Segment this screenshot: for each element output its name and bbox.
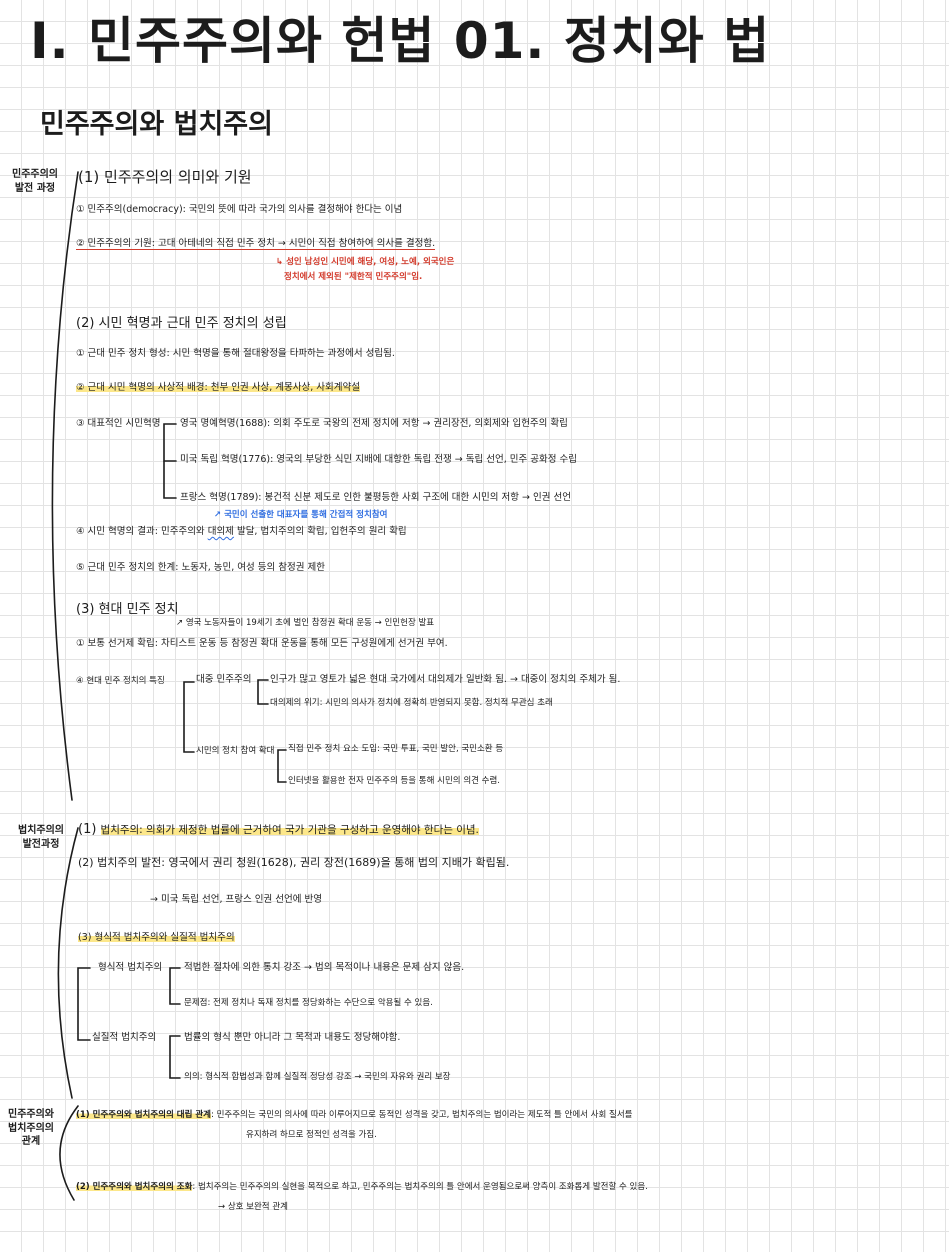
mass-democracy-b: 대의제의 위기: 시민의 의사가 정치에 정확히 반영되지 못함. 정치적 무관… — [270, 698, 553, 708]
participation-a: 직접 민주 정치 요소 도입: 국민 투표, 국민 발안, 국민소환 등 — [288, 744, 504, 754]
s2-item-4-note: ↗ 국민이 선출한 대표자를 통해 간접적 정치참여 — [214, 510, 388, 520]
subst-label: 실질적 법치주의 — [92, 1032, 157, 1043]
rule-item-2-sub: → 미국 독립 선언, 프랑스 인권 선언에 반영 — [150, 894, 322, 905]
s1-item-2: ② 민주주의의 기원: 고대 아테네의 직접 민주 정치 → 시민이 직접 참여… — [76, 238, 436, 250]
s2-item-5: ⑤ 근대 민주 정치의 한계: 노동자, 농민, 여성 등의 참정권 제한 — [76, 562, 325, 573]
relation-item-1: (1) 민주주의와 법치주의의 대립 관계: 민주주의는 국민의 의사에 따라 … — [76, 1110, 632, 1121]
revolution-usa: 미국 독립 혁명(1776): 영국의 부당한 식민 지배에 대항한 독립 전쟁… — [180, 454, 577, 465]
rule-item-1-num: (1) — [78, 822, 101, 837]
rule-item-3: (3) 형식적 법치주의와 실질적 법치주의 — [78, 932, 235, 944]
mass-democracy-label: 대중 민주주의 — [196, 674, 252, 685]
formal-label: 형식적 법치주의 — [98, 962, 163, 973]
s1-note-2: 정치에서 제외된 "제한적 민주주의"임. — [284, 272, 423, 282]
relation-item-1-heading: (1) 민주주의와 법치주의의 대립 관계 — [76, 1110, 212, 1120]
rule-item-1-text: 법치주의: 의회가 제정한 법률에 근거하여 국가 기관을 구성하고 운영해야 … — [100, 824, 479, 836]
subst-b: 의의: 형식적 합법성과 함께 실질적 정당성 강조 → 국민의 자유와 권리 … — [184, 1072, 451, 1082]
rule-item-3-text: (3) 형식적 법치주의와 실질적 법치주의 — [78, 932, 235, 943]
relation-item-1-text: : 민주주의는 국민의 의사에 따라 이루어지므로 동적인 성격을 갖고, 법치… — [211, 1110, 633, 1120]
formal-a: 적법한 절차에 의한 통치 강조 → 법의 목적이나 내용은 문제 삼지 않음. — [184, 962, 465, 973]
s3-item-4-label: ④ 현대 민주 정치의 특징 — [76, 676, 165, 686]
heading-s2: (2) 시민 혁명과 근대 민주 정치의 성립 — [76, 316, 287, 331]
s2-item-2: ② 근대 시민 혁명의 사상적 배경: 천부 인권 사상, 계몽사상, 사회계약… — [76, 382, 360, 394]
relation-item-2-sub: → 상호 보완적 관계 — [218, 1202, 288, 1212]
s2-item-4: ④ 시민 혁명의 결과: 민주주의와 대의제 발달, 법치주의의 확립, 입헌주… — [76, 526, 407, 538]
side-label-relation: 민주주의와 법치주의의 관계 — [8, 1109, 54, 1147]
page-subtitle: 민주주의와 법치주의 — [40, 109, 273, 140]
s3-item-1-note: ↗ 영국 노동자들이 19세기 초에 벌인 참정권 확대 운동 → 인민헌장 발… — [176, 618, 435, 628]
formal-b: 문제점: 전제 정치나 독재 정치를 정당화하는 수단으로 악용될 수 있음. — [184, 998, 433, 1008]
relation-item-2-text: : 법치주의는 민주주의의 실현을 목적으로 하고, 민주주의는 법치주의의 틀… — [192, 1182, 648, 1192]
relation-item-2: (2) 민주주의와 법치주의의 조화: 법치주의는 민주주의의 실현을 목적으로… — [76, 1182, 648, 1193]
side-label-democracy: 민주주의의 발전 과정 — [12, 169, 58, 194]
s2-item-2-text: ② 근대 시민 혁명의 사상적 배경: 천부 인권 사상, 계몽사상, 사회계약… — [76, 382, 360, 393]
revolution-england: 영국 명예혁명(1688): 의회 주도로 국왕의 전제 정치에 저항 → 권리… — [180, 418, 568, 429]
s1-item-2-text: ② 민주주의의 기원: 고대 아테네의 직접 민주 정치 → 시민이 직접 참여… — [76, 238, 436, 250]
s2-item-4-pre: ④ 시민 혁명의 결과: 민주주의와 — [76, 526, 208, 537]
revolution-france: 프랑스 혁명(1789): 봉건적 신분 제도로 인한 불평등한 사회 구조에 … — [180, 492, 571, 503]
relation-item-1-line2: 유지하려 하므로 정적인 성격을 가짐. — [246, 1130, 377, 1140]
s3-item-1: ① 보통 선거제 확립: 차티스트 운동 등 참정권 확대 운동을 통해 모든 … — [76, 638, 448, 649]
side-label-rule-of-law: 법치주의의 발전과정 — [18, 825, 64, 850]
s2-item-4-post: 발달, 법치주의의 확립, 입헌주의 원리 확립 — [233, 526, 407, 537]
heading-s3: (3) 현대 민주 정치 — [76, 602, 179, 617]
page-title: I. 민주주의와 헌법 01. 정치와 법 — [30, 12, 771, 70]
subst-a: 법률의 형식 뿐만 아니라 그 목적과 내용도 정당해야함. — [184, 1032, 401, 1043]
mass-democracy-a: 인구가 많고 영토가 넓은 현대 국가에서 대의제가 일반화 됨. → 대중이 … — [270, 674, 621, 685]
rule-item-2: (2) 법치주의 발전: 영국에서 권리 청원(1628), 권리 장전(168… — [78, 856, 510, 869]
s1-item-1: ① 민주주의(democracy): 국민의 뜻에 따라 국가의 의사를 결정해… — [76, 204, 403, 215]
s1-note-1: ↳ 성인 남성인 시민에 해당, 여성, 노예, 외국인은 — [276, 257, 455, 267]
heading-s1: (1) 민주주의의 의미와 기원 — [78, 168, 252, 186]
participation-b: 인터넷을 활용한 전자 민주주의 등을 통해 시민의 의견 수렴. — [288, 776, 500, 786]
participation-label: 시민의 정치 참여 확대 — [196, 746, 275, 756]
s2-item-4-keyword: 대의제 — [207, 526, 234, 537]
s2-item-1: ① 근대 민주 정치 형성: 시민 혁명을 통해 절대왕정을 타파하는 과정에서… — [76, 348, 395, 359]
rule-item-1: (1) 법치주의: 의회가 제정한 법률에 근거하여 국가 기관을 구성하고 운… — [78, 822, 479, 838]
s2-item-3-label: ③ 대표적인 시민혁명 — [76, 418, 161, 429]
relation-item-2-heading: (2) 민주주의와 법치주의의 조화 — [76, 1182, 193, 1192]
